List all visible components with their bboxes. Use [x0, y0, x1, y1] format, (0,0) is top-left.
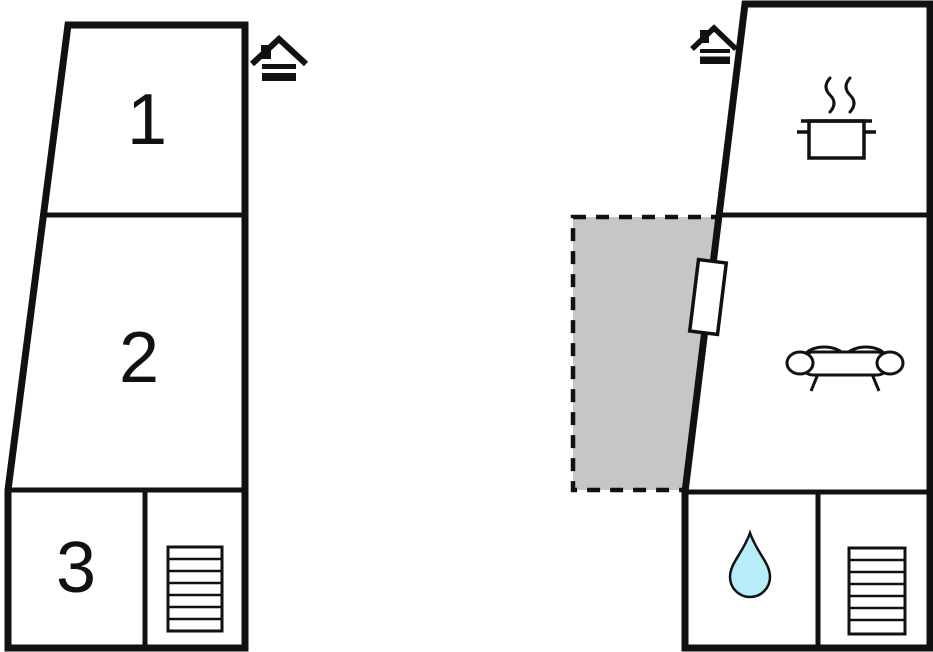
sofa-body: [800, 350, 890, 377]
sofa-icon: [785, 345, 905, 392]
sofa-leg: [809, 373, 820, 392]
house-body-stripe: [262, 69, 296, 73]
house-icon: [249, 34, 309, 81]
sofa-arm-right: [875, 350, 905, 376]
stairs-outline: [166, 545, 224, 633]
water-drop-icon: [728, 529, 772, 599]
door-opening: [687, 257, 729, 337]
pot-body: [807, 119, 866, 160]
stairs-icon: [166, 545, 224, 633]
steam-pot-icon: [797, 76, 876, 160]
sofa-leg: [870, 373, 881, 392]
right-floorplan: [570, 0, 933, 652]
sofa-arm-left: [785, 350, 815, 376]
house-icon: [690, 24, 738, 64]
steam-line: [844, 76, 856, 114]
room-label-1: 1: [127, 80, 167, 160]
left-floorplan: 1 2 3: [4, 21, 309, 652]
stairs-icon: [847, 546, 907, 636]
house-roof: [249, 34, 309, 67]
steam-line: [824, 76, 836, 114]
house-body-stripe: [700, 53, 730, 57]
right-plan-outline: [681, 0, 933, 652]
room-label-2: 2: [119, 318, 159, 398]
house-roof: [690, 24, 738, 51]
room-label-3: 3: [56, 528, 96, 608]
